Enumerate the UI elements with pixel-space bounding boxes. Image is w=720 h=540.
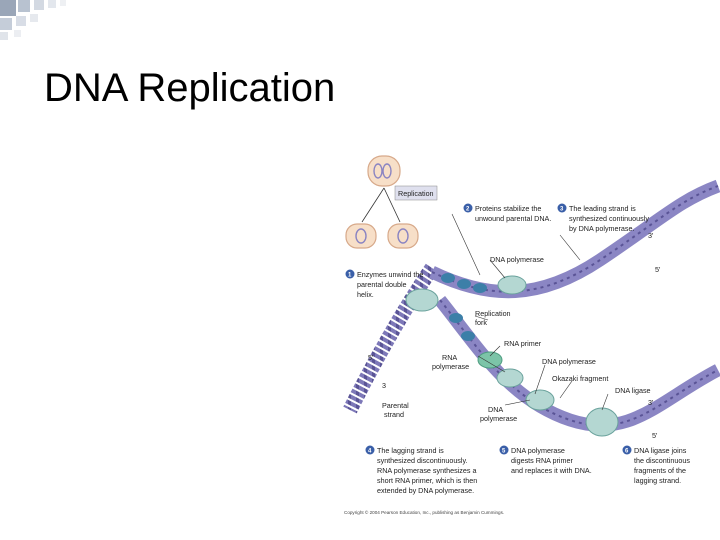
svg-text:extended by DNA polymerase.: extended by DNA polymerase. xyxy=(377,486,474,495)
step-1: 1 Enzymes unwind the parental double hel… xyxy=(345,269,423,299)
step-5-badge xyxy=(499,445,509,455)
svg-text:DNA polymerase: DNA polymerase xyxy=(511,446,565,455)
svg-text:and replaces it with DNA.: and replaces it with DNA. xyxy=(511,466,592,475)
parent-dna-loop-a xyxy=(373,163,383,179)
label-five-prime-top: 5' xyxy=(655,265,661,274)
dna-polymerase-top-enzyme xyxy=(497,275,527,295)
daughter-cell-left xyxy=(345,223,377,249)
decorative-header-squares xyxy=(0,0,66,40)
step-6: 6 DNA ligase joins the discontinuous fra… xyxy=(622,445,690,485)
step-2-badge xyxy=(463,203,473,213)
label-dna-polymerase-low-1: DNA xyxy=(488,405,503,414)
helicase-enzyme xyxy=(405,288,439,312)
label-three-prime-left: 3 xyxy=(382,381,386,390)
cell-division-inset: Replication xyxy=(345,155,438,249)
step-1-badge xyxy=(345,269,355,279)
label-three-prime-low: 3' xyxy=(648,398,654,407)
svg-text:by DNA polymerase.: by DNA polymerase. xyxy=(569,224,635,233)
step-4: 4 The lagging strand is synthesized disc… xyxy=(365,445,477,495)
copyright-notice: Copyright © 2004 Pearson Education, Inc.… xyxy=(344,509,504,515)
svg-text:1: 1 xyxy=(348,273,352,279)
label-rna-polymerase-2: polymerase xyxy=(432,362,469,371)
svg-text:2: 2 xyxy=(466,207,470,213)
svg-text:the discontinuous: the discontinuous xyxy=(634,456,690,465)
svg-text:5: 5 xyxy=(502,449,506,455)
label-dna-polymerase-top: DNA polymerase xyxy=(490,255,544,264)
step-3: 3 The leading strand is synthesized cont… xyxy=(557,203,649,233)
inset-label: Replication xyxy=(398,189,434,198)
svg-text:6: 6 xyxy=(625,449,629,455)
dna-ligase-enzyme xyxy=(585,407,619,437)
parent-cell xyxy=(367,155,401,187)
svg-text:The leading strand is: The leading strand is xyxy=(569,204,636,213)
step-2: 2 Proteins stabilize the unwound parenta… xyxy=(463,203,551,223)
svg-text:lagging strand.: lagging strand. xyxy=(634,476,681,485)
step-4-badge xyxy=(365,445,375,455)
label-three-prime-top: 3' xyxy=(648,231,654,240)
division-arrow-left xyxy=(361,187,385,223)
division-arrow-right xyxy=(383,187,401,223)
label-dna-polymerase-low-2: polymerase xyxy=(480,414,517,423)
svg-text:Enzymes unwind the: Enzymes unwind the xyxy=(357,270,423,279)
replication-diagram: Replication xyxy=(343,155,720,515)
svg-text:parental double: parental double xyxy=(357,280,407,289)
step-6-badge xyxy=(622,445,632,455)
svg-text:The lagging strand is: The lagging strand is xyxy=(377,446,444,455)
label-rna-primer: RNA primer xyxy=(504,339,542,348)
parent-dna-loop-b xyxy=(382,163,392,179)
label-replication-fork-1: Replication xyxy=(475,309,511,318)
rna-polymerase-enzyme xyxy=(496,368,524,388)
label-parental-2: strand xyxy=(384,410,404,419)
dna-polymerase-low-enzyme xyxy=(525,389,555,411)
svg-text:digests RNA primer: digests RNA primer xyxy=(511,456,574,465)
step-5: 5 DNA polymerase digests RNA primer and … xyxy=(499,445,592,475)
daughter-cell-right xyxy=(387,223,419,249)
svg-text:short RNA primer, which is the: short RNA primer, which is then xyxy=(377,476,477,485)
label-rna-polymerase-1: RNA xyxy=(442,353,457,362)
leading-strand-helix xyxy=(429,179,720,299)
svg-text:fragments of the: fragments of the xyxy=(634,466,686,475)
step-3-badge xyxy=(557,203,567,213)
stabilizing-proteins xyxy=(441,273,487,341)
label-replication-fork-2: fork xyxy=(475,318,487,327)
svg-text:DNA ligase joins: DNA ligase joins xyxy=(634,446,687,455)
label-dna-ligase: DNA ligase xyxy=(615,386,651,395)
svg-text:3: 3 xyxy=(560,207,564,213)
inset-label-box xyxy=(394,185,438,201)
svg-text:Proteins stabilize the: Proteins stabilize the xyxy=(475,204,541,213)
svg-text:synthesized continuously: synthesized continuously xyxy=(569,214,649,223)
svg-text:synthesized discontinuously.: synthesized discontinuously. xyxy=(377,456,468,465)
rna-primer-marker xyxy=(477,351,503,369)
parental-double-helix xyxy=(343,263,439,414)
label-dna-polymerase-mid: DNA polymerase xyxy=(542,357,596,366)
dna-replication-figure: Replication xyxy=(340,150,720,520)
label-parental-1: Parental xyxy=(382,401,409,410)
slide-title: DNA Replication xyxy=(44,66,336,110)
svg-text:4: 4 xyxy=(368,449,372,455)
label-five-prime-left: 5' xyxy=(368,353,374,362)
label-five-prime-low: 5' xyxy=(652,431,658,440)
label-okazaki-fragment: Okazaki fragment xyxy=(552,374,608,383)
svg-text:RNA polymerase synthesizes a: RNA polymerase synthesizes a xyxy=(377,466,476,475)
svg-text:unwound parental DNA.: unwound parental DNA. xyxy=(475,214,551,223)
svg-text:helix.: helix. xyxy=(357,290,374,299)
